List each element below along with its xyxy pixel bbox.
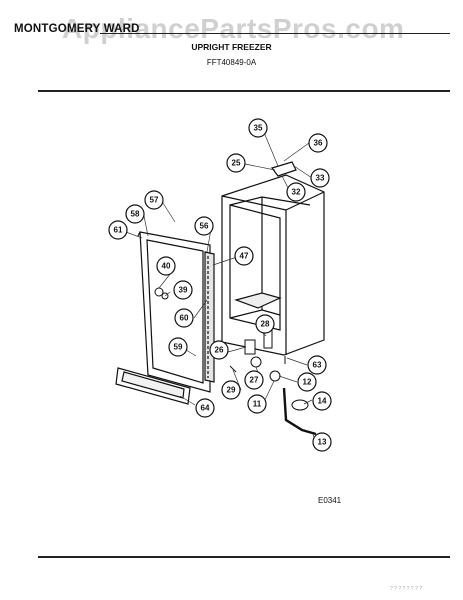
svg-text:27: 27 bbox=[250, 376, 259, 385]
callout-47: 47 bbox=[234, 246, 254, 266]
svg-text:14: 14 bbox=[318, 397, 327, 406]
svg-text:58: 58 bbox=[131, 210, 140, 219]
model-number: FFT40849-0A bbox=[206, 58, 257, 67]
callout-56: 56 bbox=[194, 216, 214, 236]
svg-text:13: 13 bbox=[318, 438, 327, 447]
svg-text:59: 59 bbox=[174, 343, 183, 352]
svg-text:64: 64 bbox=[201, 404, 210, 413]
svg-text:28: 28 bbox=[261, 320, 270, 329]
svg-text:39: 39 bbox=[179, 286, 188, 295]
svg-text:47: 47 bbox=[240, 252, 249, 261]
svg-text:60: 60 bbox=[180, 314, 189, 323]
callout-25: 25 bbox=[226, 153, 246, 173]
callout-11: 11 bbox=[247, 394, 267, 414]
watermark: AppliancePartsPros.com bbox=[62, 13, 405, 44]
callout-27: 27 bbox=[244, 370, 264, 390]
svg-text:25: 25 bbox=[232, 159, 241, 168]
callout-63: 63 bbox=[307, 355, 327, 375]
callout-29: 29 bbox=[221, 380, 241, 400]
brand-name: MONTGOMERY WARD bbox=[14, 23, 140, 35]
callout-13: 13 bbox=[312, 432, 332, 452]
svg-text:36: 36 bbox=[314, 139, 323, 148]
svg-text:11: 11 bbox=[253, 400, 262, 409]
callout-39: 39 bbox=[173, 280, 193, 300]
callout-32: 32 bbox=[286, 182, 306, 202]
svg-text:26: 26 bbox=[215, 346, 224, 355]
callout-36: 36 bbox=[308, 133, 328, 153]
callout-58: 58 bbox=[125, 204, 145, 224]
callout-33: 33 bbox=[310, 168, 330, 188]
footer-note: ? ? ? ? ? ? ? ? bbox=[390, 586, 422, 592]
callout-60: 60 bbox=[174, 308, 194, 328]
callout-59: 59 bbox=[168, 337, 188, 357]
callout-57: 57 bbox=[144, 190, 164, 210]
diagram-title: UPRIGHT FREEZER bbox=[191, 42, 272, 52]
cabinet bbox=[221, 161, 325, 356]
svg-text:40: 40 bbox=[162, 262, 171, 271]
top-divider bbox=[38, 90, 450, 92]
callout-61: 61 bbox=[108, 220, 128, 240]
svg-text:35: 35 bbox=[254, 124, 263, 133]
callout-12: 12 bbox=[297, 372, 317, 392]
callout-26: 26 bbox=[209, 340, 229, 360]
callout-28: 28 bbox=[255, 314, 275, 334]
door bbox=[115, 231, 215, 405]
callout-64: 64 bbox=[195, 398, 215, 418]
callout-14: 14 bbox=[312, 391, 332, 411]
header-rule bbox=[100, 33, 450, 34]
svg-text:32: 32 bbox=[292, 188, 301, 197]
bottom-divider bbox=[38, 556, 450, 558]
callout-40: 40 bbox=[156, 256, 176, 276]
svg-text:56: 56 bbox=[200, 222, 209, 231]
svg-text:63: 63 bbox=[313, 361, 322, 370]
svg-text:29: 29 bbox=[227, 386, 236, 395]
diagram-code: E0341 bbox=[318, 496, 342, 505]
svg-text:57: 57 bbox=[150, 196, 159, 205]
svg-text:12: 12 bbox=[303, 378, 312, 387]
svg-text:33: 33 bbox=[316, 174, 325, 183]
callout-35: 35 bbox=[248, 118, 268, 138]
svg-text:61: 61 bbox=[114, 226, 123, 235]
